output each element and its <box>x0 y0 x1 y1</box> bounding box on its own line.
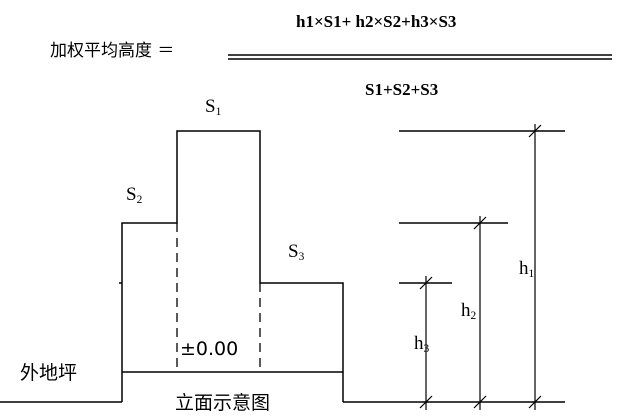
height-letter: h <box>414 333 424 354</box>
ground-label: 外地坪 <box>20 362 78 384</box>
height-label-h1: h1 <box>519 258 534 280</box>
elevation-label: ±0.00 <box>180 338 239 360</box>
height-index: 2 <box>470 309 477 322</box>
h2-tick-bottom <box>473 395 487 409</box>
height-label-h2: h2 <box>461 300 476 322</box>
height-letter: h <box>461 300 471 321</box>
area-index: 2 <box>136 193 143 206</box>
h1-tick-bottom <box>528 395 542 409</box>
height-index: 3 <box>423 342 430 355</box>
height-label-h3: h3 <box>414 333 429 355</box>
h1-tick-top <box>528 124 542 138</box>
area-letter: S <box>126 184 137 205</box>
h2-tick-top <box>473 216 487 230</box>
area-letter: S <box>288 241 299 262</box>
h3-tick-top <box>419 276 433 290</box>
area-label-s1: S1 <box>205 96 221 118</box>
formula-lhs: 加权平均高度 ＝ <box>50 41 175 61</box>
building-outline <box>121 130 344 402</box>
area-index: 1 <box>215 105 222 118</box>
h3-tick-bottom <box>419 395 433 409</box>
height-letter: h <box>519 258 529 279</box>
area-index: 3 <box>298 250 305 263</box>
formula-numerator: h1×S1+ h2×S2+h3×S3 <box>296 12 457 31</box>
area-letter: S <box>205 96 216 117</box>
formula-denominator: S1+S2+S3 <box>365 80 439 99</box>
height-index: 1 <box>528 267 535 280</box>
area-label-s2: S2 <box>126 184 142 206</box>
diagram-caption: 立面示意图 <box>175 392 271 414</box>
area-label-s3: S3 <box>288 241 304 263</box>
